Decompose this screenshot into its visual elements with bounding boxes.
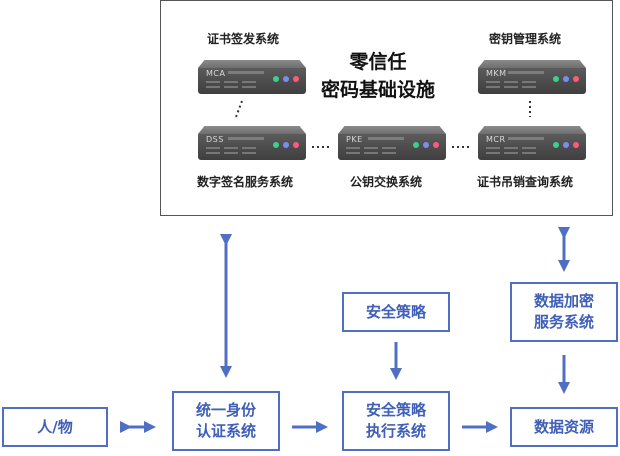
server-code-mkm: MKM	[486, 69, 507, 78]
box-person-thing: 人/物	[2, 407, 108, 447]
box-security-policy: 安全策略	[342, 292, 450, 332]
server-label-mkm: 密钥管理系统	[489, 32, 562, 46]
title-line-1: 零信任	[349, 51, 407, 73]
crypto-infrastructure-frame	[160, 0, 613, 216]
title-line-2: 密码基础设施	[320, 79, 435, 101]
server-code-dss: DSS	[206, 135, 224, 144]
box-data-resource: 数据资源	[510, 407, 618, 447]
box-data-encryption: 数据加密 服务系统	[510, 282, 618, 342]
box-resource-label: 数据资源	[533, 417, 594, 436]
box-auth-line-1: 统一身份	[195, 401, 256, 419]
box-exec-line-2: 执行系统	[365, 422, 426, 440]
server-label-dss: 数字签名服务系统	[197, 175, 294, 189]
server-label-mcr: 证书吊销查询系统	[477, 175, 574, 189]
server-label-pke: 公钥交换系统	[350, 175, 423, 189]
infrastructure-title: 零信任 密码基础设施	[318, 48, 438, 104]
box-identity-auth: 统一身份 认证系统	[172, 391, 280, 451]
server-mcr: MCR	[478, 126, 586, 160]
box-encrypt-line-2: 服务系统	[533, 313, 594, 331]
box-exec-line-1: 安全策略	[365, 401, 426, 419]
server-dss: DSS	[198, 126, 306, 160]
box-encrypt-line-1: 数据加密	[533, 292, 594, 310]
server-label-mca: 证书签发系统	[207, 32, 280, 46]
server-code-mca: MCA	[206, 69, 226, 78]
box-policy-label: 安全策略	[365, 302, 426, 321]
server-code-pke: PKE	[346, 135, 363, 144]
server-mkm: MKM	[478, 60, 586, 94]
box-policy-exec: 安全策略 执行系统	[342, 391, 450, 451]
server-code-mcr: MCR	[486, 135, 506, 144]
server-pke: PKE	[338, 126, 446, 160]
box-auth-line-2: 认证系统	[195, 422, 256, 440]
box-person-label: 人/物	[37, 417, 73, 436]
server-mca: MCA	[198, 60, 306, 94]
